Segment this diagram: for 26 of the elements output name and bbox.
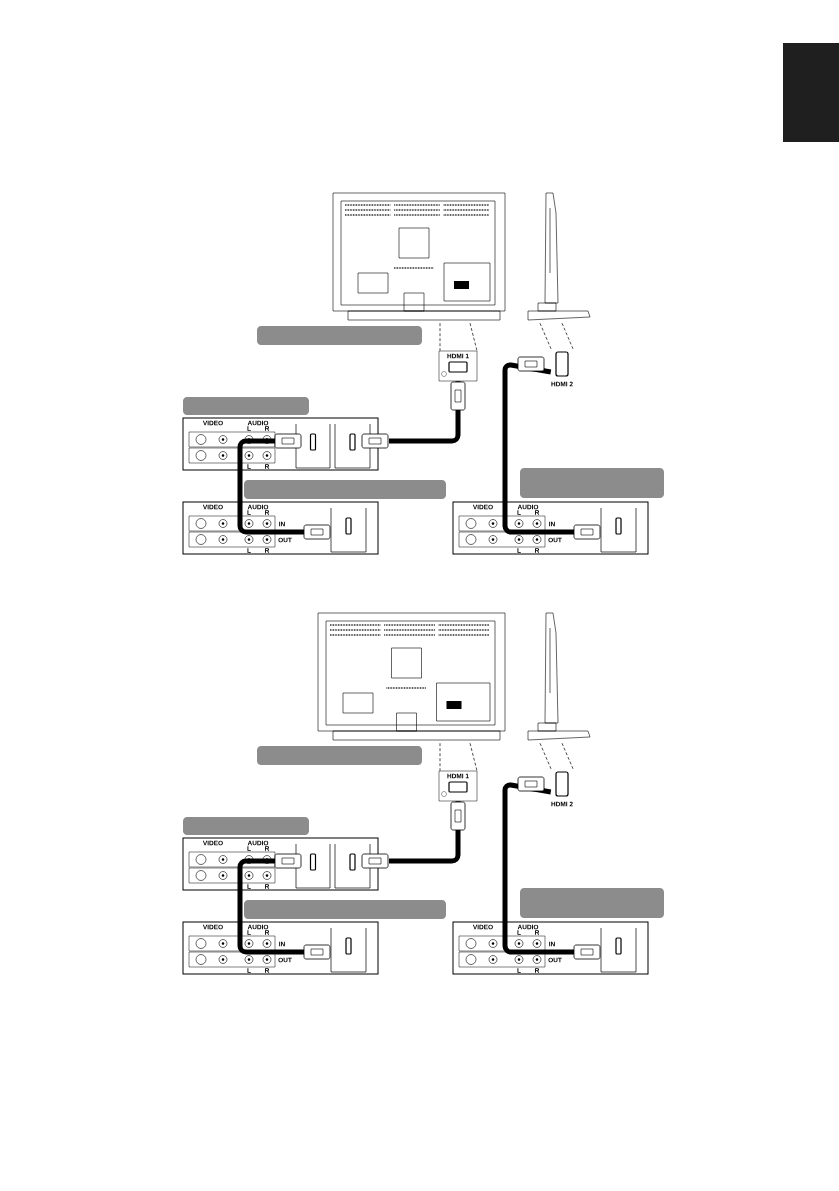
projection-line bbox=[469, 322, 478, 352]
projection-line bbox=[439, 322, 441, 352]
projection-line bbox=[561, 742, 574, 770]
label-bar bbox=[244, 480, 446, 499]
label-bar bbox=[520, 888, 664, 918]
label-bar bbox=[520, 468, 664, 498]
hdmi-cable bbox=[502, 776, 601, 960]
projection-line bbox=[539, 742, 552, 770]
projection-line bbox=[469, 742, 478, 772]
projection-line bbox=[439, 742, 441, 772]
tv-side-drawing bbox=[527, 612, 591, 741]
label-bar bbox=[183, 817, 309, 835]
label-bar bbox=[257, 326, 422, 345]
label-bar bbox=[257, 746, 422, 765]
hdmi-cable bbox=[237, 853, 331, 960]
tv-side-drawing bbox=[527, 192, 591, 321]
hdmi-cable bbox=[361, 381, 466, 449]
hdmi-cable bbox=[237, 433, 331, 540]
tv-rear-drawing bbox=[332, 192, 506, 321]
label-bar bbox=[244, 900, 446, 919]
tv-rear-drawing bbox=[317, 612, 506, 741]
projection-line bbox=[561, 322, 574, 350]
label-bar bbox=[183, 397, 309, 415]
hdmi-cable bbox=[361, 801, 466, 869]
hdmi-cable bbox=[502, 356, 601, 540]
projection-line bbox=[539, 322, 552, 350]
